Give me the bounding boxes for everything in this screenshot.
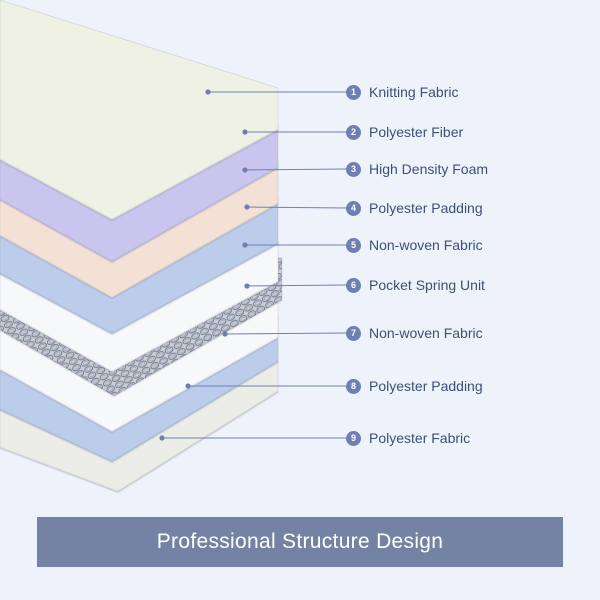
footer-banner: Professional Structure Design xyxy=(37,517,563,567)
layer-name: Polyester Padding xyxy=(369,378,483,394)
leader-dot-3 xyxy=(242,167,248,173)
layer-number-badge: 4 xyxy=(346,200,361,216)
layer-name: Polyester Fabric xyxy=(369,430,471,446)
layer-label-1: 1 Knitting Fabric xyxy=(346,81,458,103)
layer-name: High Density Foam xyxy=(369,161,489,177)
layer-edge xyxy=(0,202,279,300)
leader-dot-5 xyxy=(242,242,248,248)
layer-number-badge: 6 xyxy=(346,277,361,293)
layer-label-6: 6 Pocket Spring Unit xyxy=(346,274,485,296)
layer-sheet xyxy=(0,0,279,221)
layer-number-badge: 2 xyxy=(346,124,361,140)
layer-edge xyxy=(0,336,279,434)
layer-label-5: 5 Non-woven Fabric xyxy=(346,234,483,256)
leader-lines xyxy=(159,89,347,441)
layer-edge xyxy=(0,390,279,494)
leader-dot-6 xyxy=(244,283,250,289)
layer-label-4: 4 Polyester Padding xyxy=(346,197,483,219)
layer-edge xyxy=(0,166,279,264)
layer-label-9: 9 Polyester Fabric xyxy=(346,427,470,449)
layer-number-badge: 9 xyxy=(346,430,361,446)
layer-stack xyxy=(0,0,283,494)
layer-name: Polyester Padding xyxy=(369,200,483,216)
layer-name: Non-woven Fabric xyxy=(369,237,483,253)
layer-1 xyxy=(0,0,279,222)
layer-number-badge: 5 xyxy=(346,237,361,253)
footer-text: Professional Structure Design xyxy=(156,530,444,553)
leader-line-4 xyxy=(246,206,347,209)
leader-dot-1 xyxy=(205,89,211,95)
leader-dot-7 xyxy=(222,331,228,337)
leader-line-6 xyxy=(246,284,347,287)
layer-name: Polyester Fiber xyxy=(369,124,464,140)
leader-line-3 xyxy=(244,168,347,171)
layer-name: Pocket Spring Unit xyxy=(369,277,485,293)
layer-edge xyxy=(0,128,279,222)
layer-edge xyxy=(0,280,279,374)
layer-label-2: 2 Polyester Fiber xyxy=(346,121,463,143)
leader-line-7 xyxy=(224,332,347,335)
layer-name: Non-woven Fabric xyxy=(369,325,483,341)
layer-label-8: 8 Polyester Padding xyxy=(346,375,483,397)
leader-dot-2 xyxy=(242,129,248,135)
layer-name: Knitting Fabric xyxy=(369,84,459,100)
layer-number-badge: 1 xyxy=(346,84,361,100)
leader-dot-8 xyxy=(185,383,191,389)
leader-dot-4 xyxy=(244,204,250,210)
layer-edge xyxy=(0,360,279,464)
layer-edge xyxy=(0,242,279,336)
layer-number-badge: 3 xyxy=(346,161,361,177)
layer-label-7: 7 Non-woven Fabric xyxy=(346,322,483,344)
layer-label-3: 3 High Density Foam xyxy=(346,158,488,180)
leader-dot-9 xyxy=(159,435,165,441)
layer-number-badge: 7 xyxy=(346,325,361,341)
layer-number-badge: 8 xyxy=(346,378,361,394)
